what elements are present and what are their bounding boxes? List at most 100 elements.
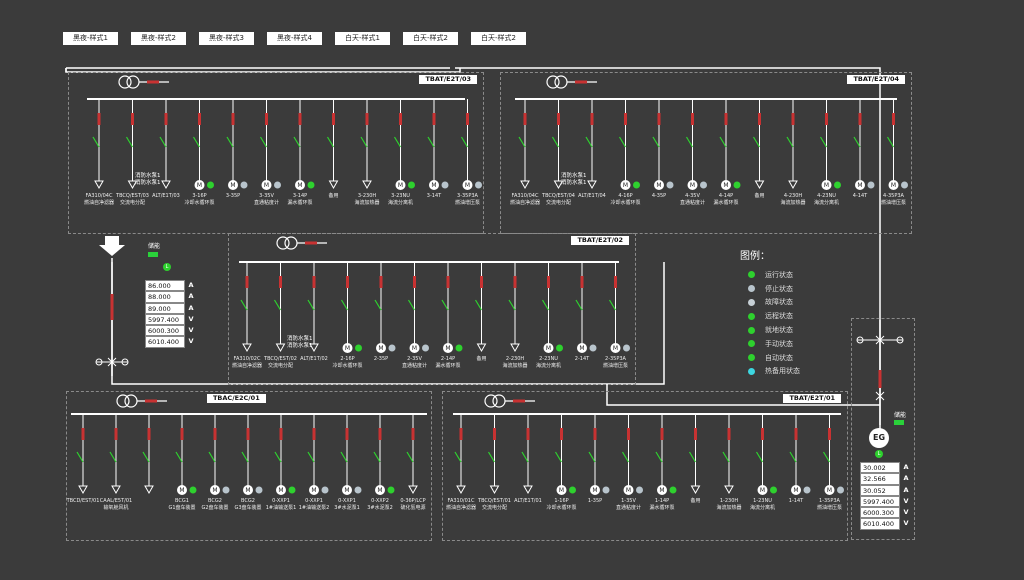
motor-letter: M	[546, 345, 551, 352]
generator-eg[interactable]: EG	[869, 428, 889, 448]
feeder-switch	[326, 136, 335, 148]
feeder-switch	[109, 451, 117, 463]
feeder-desc: 1#油输送泵1	[265, 505, 297, 511]
feeder-switch	[541, 299, 550, 311]
feeder-desc: G2盘车装置	[201, 505, 229, 511]
status-light	[240, 181, 248, 189]
feeder-label: 3-14T	[412, 193, 456, 200]
feeder-desc: 燃油增压泵	[602, 363, 628, 369]
status-light	[867, 181, 875, 189]
feeder-switch	[460, 136, 469, 148]
feeder-code: 4-230H	[783, 193, 803, 199]
tab-dark-style-4[interactable]: 黑夜-样式4	[267, 32, 322, 45]
motor-icon	[409, 343, 420, 353]
reading-unit: V	[188, 314, 194, 323]
reading-unit: V	[188, 337, 194, 346]
motor-letter: M	[857, 182, 862, 189]
load-arrow	[788, 180, 798, 190]
feeder-switch	[618, 136, 627, 148]
tab-day-style-2b[interactable]: 白天-样式2	[471, 32, 526, 45]
feeder-code: 3-35V	[259, 193, 274, 199]
feeder-code: 2-35P	[373, 356, 389, 362]
feeder-code: 3-14P	[292, 193, 308, 199]
tab-dark-style-1[interactable]: 黑夜-样式1	[63, 32, 118, 45]
feeder-switch	[192, 136, 201, 148]
tab-day-style-2[interactable]: 白天-样式2	[403, 32, 458, 45]
motor-letter: M	[179, 487, 184, 494]
legend-label: 远程状态	[765, 312, 793, 321]
load-arrow	[309, 343, 319, 353]
load-arrow	[523, 485, 533, 495]
motor-icon	[342, 343, 353, 353]
legend-label: 热备用状态	[765, 367, 800, 376]
legend-label: 自动状态	[765, 353, 793, 362]
status-light	[255, 486, 263, 494]
motor-icon	[429, 180, 439, 190]
feeder-switch	[652, 136, 660, 148]
reading-value: 6000.300	[860, 507, 900, 519]
reading-unit: V	[188, 326, 194, 335]
reading-unit: A	[903, 463, 909, 471]
motor-letter: M	[345, 345, 350, 352]
tab-dark-style-3[interactable]: 黑夜-样式3	[199, 32, 254, 45]
fire-pump-labels: 消防水泵1 消防水泵1	[287, 336, 313, 350]
load-arrow	[520, 180, 530, 190]
feeder-code: 4-14P	[718, 193, 734, 199]
motor-icon	[556, 485, 567, 495]
feeder-desc: 交流电分配	[481, 505, 507, 511]
transformer-icon-secondary	[284, 236, 298, 250]
status-light	[669, 486, 677, 494]
status-light	[623, 344, 630, 352]
motor-letter: M	[656, 182, 661, 189]
legend-title: 图例：	[740, 251, 770, 262]
load-arrow	[328, 180, 339, 190]
status-light	[207, 181, 214, 189]
tab-dark-style-2[interactable]: 黑夜-样式2	[131, 32, 186, 45]
feeder-switch	[521, 451, 529, 463]
feeder-desc: 漏水循环泵	[435, 363, 461, 369]
feeder-desc: 直通粘度计	[253, 200, 279, 206]
feeder-desc: 3#水泥泵1	[334, 505, 360, 511]
status-light	[700, 181, 707, 189]
feeder-code: 2-16P	[340, 356, 355, 362]
legend-item: 停止状态	[740, 282, 820, 296]
feeder-code: 2-14T	[574, 356, 590, 362]
transformer-icon	[546, 75, 560, 89]
status-light	[274, 181, 281, 189]
legend-dot-icon	[748, 298, 755, 306]
tab-day-style-1[interactable]: 白天-样式1	[335, 32, 390, 45]
feeder-code: 2-23NU	[539, 356, 558, 362]
status-light	[770, 486, 777, 494]
motor-icon	[791, 485, 801, 495]
feeder-label: 备用	[460, 356, 504, 363]
motor-letter: M	[230, 182, 235, 189]
load-arrow	[94, 180, 104, 190]
motor-letter: M	[559, 487, 564, 494]
reading-value: 5997.400	[860, 495, 900, 508]
feeder-switch	[585, 136, 593, 148]
panel-title: TBAT/E2T/03	[419, 75, 477, 84]
fire-pump-label-1: 消防水泵1	[135, 173, 161, 179]
feeder-switch	[621, 451, 630, 463]
feeder-code: ALT/E1T/02	[300, 356, 328, 362]
legend-item: 运行状态	[740, 268, 820, 282]
feeder-switch	[551, 136, 560, 148]
transformer-icon	[116, 394, 130, 408]
panel-title: TBAT/E2T/02	[571, 236, 629, 245]
motor-icon	[590, 485, 600, 495]
